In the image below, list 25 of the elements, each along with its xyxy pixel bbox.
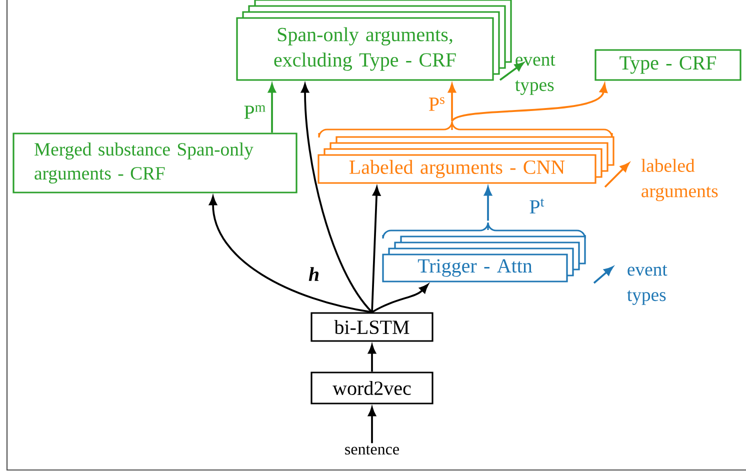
edge-label: h: [308, 267, 319, 281]
stacked-box: Trigger - Attn: [382, 236, 586, 282]
edge-label: P$^{s}$: [428, 97, 444, 111]
stacked-box: Labeled arguments - CNN: [318, 136, 614, 184]
process-box: word2vec: [310, 372, 434, 404]
arrow: [301, 84, 373, 313]
process-box: Type - CRF: [594, 49, 742, 81]
arrow: [268, 84, 276, 133]
stacked-box: Span-only arguments, excluding Type - CRF: [236, 0, 512, 81]
arrow: [448, 84, 456, 122]
edge-label: P$^{t}$: [530, 198, 544, 214]
text-label: sentence: [345, 445, 399, 455]
output-label: event types: [627, 265, 668, 305]
arrow: [368, 344, 376, 372]
arrow: [451, 84, 608, 122]
output-label: labeled arguments: [641, 158, 718, 202]
edge-label: P$^{m}$: [244, 105, 266, 119]
process-box: Merged substance Span-only arguments - CRF: [12, 132, 298, 194]
arrow: [372, 284, 428, 313]
arrow: [368, 407, 376, 444]
arrow: [371, 186, 381, 312]
output-label: event types: [515, 55, 556, 95]
process-box: bi-LSTM: [310, 312, 434, 342]
arrow: [484, 186, 492, 221]
arrow: [209, 196, 372, 314]
